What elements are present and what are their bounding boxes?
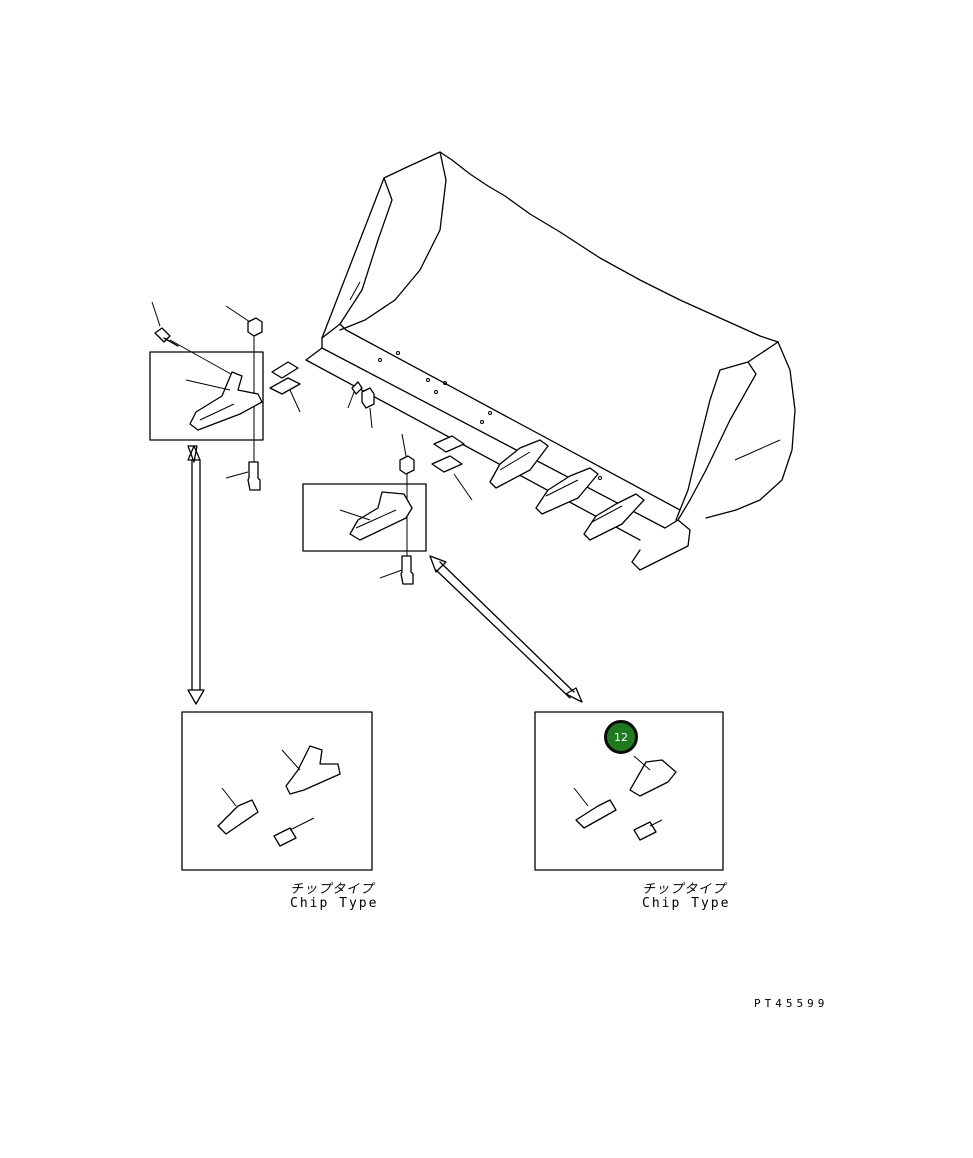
- left-caption-jp: チップタイプ: [290, 882, 375, 897]
- left-caption-en: Chip Type: [290, 896, 379, 911]
- bucket-tooth: [489, 439, 549, 489]
- adapter-box-center: [302, 483, 427, 552]
- arrow-diagonal: [429, 555, 583, 703]
- adapter-box-left: [149, 351, 264, 441]
- arrow-vertical: [187, 445, 205, 705]
- loose-parts: [151, 301, 473, 585]
- bucket-tooth: [583, 493, 645, 541]
- right-caption-en: Chip Type: [642, 896, 731, 911]
- bucket-tooth: [535, 467, 599, 515]
- callout-badge[interactable]: 12: [604, 720, 638, 754]
- chip-type-box-right: [534, 711, 724, 871]
- bucket-illustration: [305, 151, 796, 571]
- right-caption-jp: チップタイプ: [642, 882, 727, 897]
- part-code-label: PT45599: [754, 997, 829, 1010]
- chip-type-box-left: [181, 711, 373, 871]
